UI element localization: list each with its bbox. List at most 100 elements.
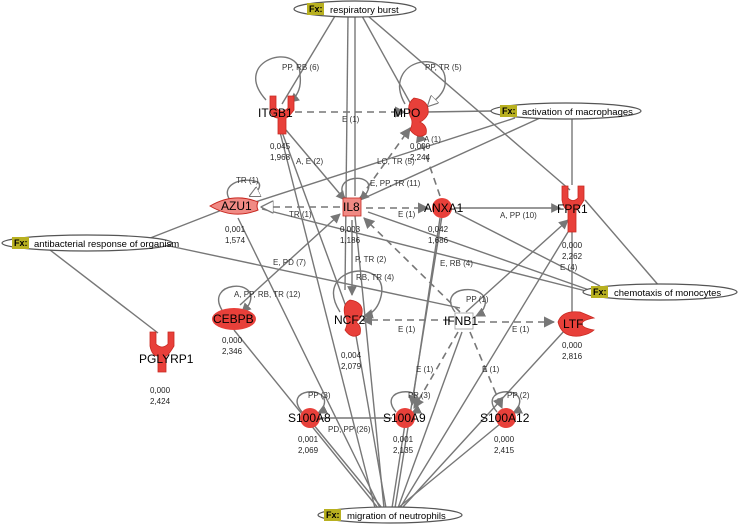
node-value-2: 1,186: [340, 236, 361, 245]
other-icon: [300, 408, 320, 428]
edge-antibac-ifnb1: [159, 243, 461, 309]
edge-ifnb1-il8: [363, 217, 461, 313]
function-respiratory-burst[interactable]: Fx: respiratory burst: [293, 0, 417, 18]
function-label: chemotaxis of monocytes: [614, 288, 721, 299]
edge-ifnb1-s100a9: [413, 331, 459, 409]
node-ncf2[interactable]: NCF2 0,004 2,079: [334, 299, 366, 371]
node-label: S100A9: [383, 411, 426, 425]
loop-s100a12: [491, 391, 524, 414]
node-value-1: 0,042: [428, 225, 449, 234]
edge-burst-ncf2: [344, 15, 349, 291]
edge-il8-chemo: [367, 211, 593, 292]
node-anxa1[interactable]: ANXA1 0,042 1,686: [424, 198, 464, 245]
node-fpr1[interactable]: FPR1 0,000 2,262: [557, 185, 588, 261]
loop-itgb1: [255, 56, 302, 103]
fx-badge: [12, 237, 29, 249]
edge-label: TR (1): [236, 176, 259, 185]
gpcr-icon: [561, 185, 585, 233]
edge-label: RB, TR (4): [356, 273, 394, 282]
edge-mpo-macro: [424, 110, 493, 113]
node-cebpb[interactable]: CEBPB 0,000 2,346: [212, 308, 256, 356]
node-azu1[interactable]: AZU1 0,001 1,574: [209, 197, 259, 245]
edge-label: PP, TR (5): [425, 63, 462, 72]
node-mpo[interactable]: MPO 0,000 2,244: [393, 97, 431, 162]
node-label: IFNB1: [444, 314, 478, 328]
function-antibacterial-response[interactable]: Fx: antibacterial response of organism: [1, 234, 179, 252]
node-value-2: 2,079: [341, 362, 362, 371]
receptor-icon: [269, 95, 295, 135]
function-label: activation of macrophages: [522, 107, 633, 118]
edge-label: E (1): [512, 325, 530, 334]
node-label: IL8: [343, 200, 360, 214]
edge-label: P, TR (2): [355, 255, 387, 264]
node-label: ITGB1: [258, 106, 293, 120]
node-ltf[interactable]: LTF 0,000 2,816: [557, 311, 596, 361]
node-value-2: 1,686: [428, 236, 449, 245]
function-chemotaxis-of-monocytes[interactable]: Fx: chemotaxis of monocytes: [582, 283, 738, 301]
node-label: ANXA1: [424, 201, 464, 215]
node-value-1: 0,000: [222, 336, 243, 345]
node-value-2: 2,346: [222, 347, 243, 356]
node-value-1: 0,000: [562, 341, 583, 350]
edge-label: E (1): [398, 325, 416, 334]
edge-migration-ifnb1: [397, 331, 463, 509]
edge-burst-mpo: [361, 15, 414, 109]
edge-itgb1-il8: [285, 129, 346, 201]
other-icon: [432, 198, 452, 218]
node-value-1: 0,001: [298, 435, 319, 444]
node-value-2: 2,415: [494, 446, 515, 455]
edge-antibac-pglyrp1: [49, 249, 159, 334]
edge-burst-itgb1: [281, 15, 336, 105]
edge-azu1-antibac: [139, 209, 223, 243]
edge-label: E (1): [342, 115, 360, 124]
node-s100a9[interactable]: S100A9 0,001 2,135: [383, 408, 426, 455]
node-itgb1[interactable]: ITGB1 0,045 1,968: [258, 95, 295, 162]
edge-label: LO, TR (5): [377, 157, 415, 166]
edge-label: E, PP, TR (11): [370, 179, 421, 188]
self-loops: [218, 56, 524, 414]
transcription-regulator-icon: [212, 308, 256, 330]
loop-s100a8: [296, 391, 329, 414]
edge-label: E, RB (4): [440, 259, 473, 268]
edge-macro-azu1: [251, 117, 516, 204]
edge-label: PP, RB (6): [282, 63, 320, 72]
node-pglyrp1[interactable]: PGLYRP1 0,000 2,424: [139, 331, 194, 406]
node-value-2: 2,816: [562, 352, 583, 361]
function-label: respiratory burst: [330, 5, 399, 16]
edge-cebpb-il8: [239, 213, 341, 306]
node-label: S100A12: [480, 411, 530, 425]
edge-label: A (1): [424, 135, 441, 144]
node-value-2: 2,244: [410, 153, 431, 162]
node-label: PGLYRP1: [139, 352, 194, 366]
edge-label: E (1): [398, 210, 416, 219]
loop-mpo: [398, 61, 446, 106]
edge-label: E (1): [482, 365, 500, 374]
edge-label: PP (3): [408, 391, 431, 400]
node-il8[interactable]: IL8 0,003 1,186: [340, 197, 362, 245]
function-migration-of-neutrophils[interactable]: Fx: migration of neutrophils: [317, 506, 463, 524]
node-s100a8[interactable]: S100A8 0,001 2,069: [288, 408, 331, 455]
edge-label: TR (1): [289, 210, 312, 219]
function-activation-of-macrophages[interactable]: Fx: activation of macrophages: [490, 102, 642, 120]
function-label: migration of neutrophils: [347, 511, 446, 522]
node-value-2: 2,135: [393, 446, 414, 455]
peptidase-icon: [209, 197, 259, 215]
edge-label: A, PP (10): [500, 211, 537, 220]
node-value-1: 0,000: [562, 241, 583, 250]
edge-migration-ncf2: [354, 329, 387, 509]
edge-anxa1-chemo: [454, 211, 601, 287]
edge-migration-il8: [354, 215, 385, 509]
edge-label: PD, PP (26): [328, 425, 371, 434]
edge-ifnb1-s100a12: [469, 331, 504, 410]
node-s100a12[interactable]: S100A12 0,000 2,415: [480, 408, 530, 455]
peptidase-icon: [557, 311, 596, 337]
node-value-2: 1,968: [270, 153, 291, 162]
node-value-2: 1,574: [225, 236, 246, 245]
node-label: AZU1: [221, 199, 252, 213]
node-label: S100A8: [288, 411, 331, 425]
node-ifnb1[interactable]: IFNB1: [444, 312, 478, 330]
node-value-2: 2,262: [562, 252, 583, 261]
loop-il8: [341, 177, 370, 201]
node-label: CEBPB: [213, 312, 254, 326]
fx-tag: Fx:: [593, 287, 607, 297]
